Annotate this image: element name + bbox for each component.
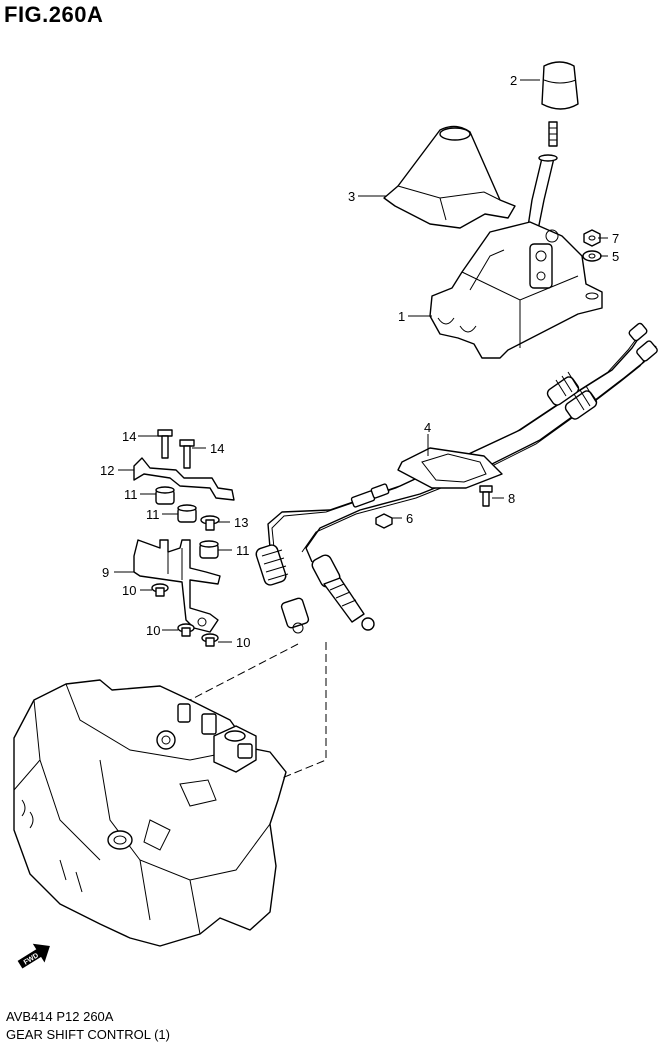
reference-line-cable-a	[189, 643, 299, 701]
nut-7	[583, 229, 601, 247]
callout-14-a: 14	[122, 429, 136, 444]
bracket-9	[133, 539, 221, 633]
callout-10-a: 10	[122, 583, 136, 598]
callout-2: 2	[510, 73, 517, 88]
callout-11-a: 11	[124, 487, 138, 502]
callout-11-b: 11	[146, 507, 160, 522]
shift-knob	[541, 61, 579, 147]
bolt-10-b	[177, 623, 195, 637]
bolt-8	[479, 485, 493, 507]
bushing-11-b	[177, 504, 197, 523]
callout-14-b: 14	[210, 441, 224, 456]
nut-6	[375, 513, 393, 529]
bushing-11-c	[199, 540, 219, 559]
callout-5: 5	[612, 249, 619, 264]
callout-11-c: 11	[236, 543, 250, 558]
bolt-14-right	[179, 439, 195, 469]
reference-line-cable-b	[281, 642, 327, 779]
diagram-code: AVB414 P12 260A	[6, 1009, 114, 1024]
bushing-11-a	[155, 486, 175, 505]
callout-12: 12	[100, 463, 114, 478]
callout-9: 9	[102, 565, 109, 580]
callout-10-c: 10	[236, 635, 250, 650]
fwd-arrow-icon: FWD	[17, 943, 50, 969]
bolt-14-left	[157, 429, 173, 459]
callout-7: 7	[612, 231, 619, 246]
diagram-caption: GEAR SHIFT CONTROL (1)	[6, 1027, 170, 1042]
figure-title: FIG.260A	[4, 2, 104, 27]
bracket-12	[133, 457, 235, 501]
shift-cable-assembly	[255, 322, 658, 634]
callout-10-b: 10	[146, 623, 160, 638]
callout-3: 3	[348, 189, 355, 204]
bolt-10-c	[201, 633, 219, 647]
shift-boot	[383, 125, 516, 229]
shift-control-housing	[429, 221, 603, 359]
washer-5	[582, 250, 602, 262]
callout-8: 8	[508, 491, 515, 506]
callout-13: 13	[234, 515, 248, 530]
figure-footer: AVB414 P12 260A GEAR SHIFT CONTROL (1)	[6, 1008, 170, 1044]
bolt-10-a	[151, 583, 169, 597]
bolt-13	[200, 515, 220, 531]
callout-1: 1	[398, 309, 405, 324]
transmission-housing	[13, 679, 287, 947]
fwd-label: FWD	[23, 952, 40, 966]
callout-labels: 1 2 3 4 5 6 7 8 9 10 10 10 11 11 11 12 1…	[100, 73, 619, 650]
leader-lines	[114, 79, 608, 643]
callout-6: 6	[406, 511, 413, 526]
callout-4: 4	[424, 420, 431, 435]
